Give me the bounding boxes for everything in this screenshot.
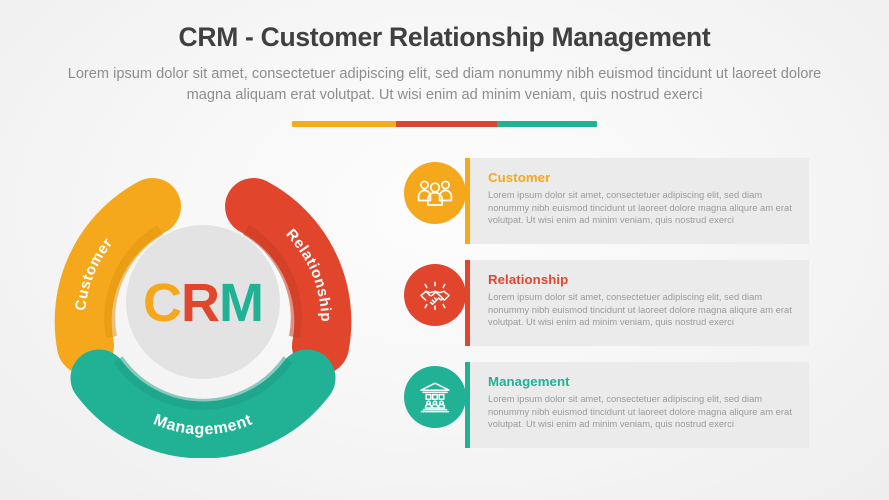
row-panel — [465, 260, 809, 346]
handshake-icon — [420, 281, 450, 310]
segment-management-arc — [70, 349, 336, 458]
row-body: Lorem ipsum dolor sit amet, consectetuer… — [488, 393, 792, 430]
row-accent-bar — [465, 260, 470, 346]
divider-segment-relationship — [396, 121, 497, 127]
row-heading: Relationship — [488, 272, 569, 287]
segment-management[interactable]: Management — [70, 349, 336, 458]
detail-row-relationship[interactable]: Relationship Lorem ipsum dolor sit amet,… — [404, 260, 814, 346]
segment-relationship[interactable]: Relationship — [225, 178, 352, 375]
segment-relationship-arc — [225, 178, 352, 375]
center-disc-label: CRM — [143, 273, 263, 333]
row-accent-bar — [465, 158, 470, 244]
row-heading: Customer — [488, 170, 551, 185]
row-body: Lorem ipsum dolor sit amet, consectetuer… — [488, 291, 792, 328]
page-subtitle: Lorem ipsum dolor sit amet, consectetuer… — [67, 66, 822, 103]
row-panel — [465, 158, 809, 244]
row-panel — [465, 362, 809, 448]
segment-customer-inner-shadow — [104, 225, 163, 338]
accent-divider — [292, 121, 597, 127]
center-letter-r: R — [181, 273, 219, 333]
detail-row-customer[interactable]: Customer Lorem ipsum dolor sit amet, con… — [404, 158, 814, 244]
row-icon-circle-relationship[interactable] — [404, 264, 466, 326]
header: CRM - Customer Relationship Management L… — [0, 0, 889, 127]
center-letter-m: M — [219, 273, 263, 333]
detail-row-management[interactable]: Management Lorem ipsum dolor sit amet, c… — [404, 362, 814, 448]
row-text-block: Management Lorem ipsum dolor sit amet, c… — [488, 374, 800, 431]
center-disc — [126, 225, 280, 379]
segment-customer[interactable]: Customer — [54, 178, 181, 375]
row-body: Lorem ipsum dolor sit amet, consectetuer… — [488, 189, 792, 226]
row-text-block: Customer Lorem ipsum dolor sit amet, con… — [488, 170, 800, 227]
row-icon-circle-customer[interactable] — [404, 162, 466, 224]
row-icon-circle-management[interactable] — [404, 366, 466, 428]
row-heading: Management — [488, 374, 570, 389]
detail-rows: Customer Lorem ipsum dolor sit amet, con… — [404, 158, 814, 464]
people-group-icon — [417, 180, 453, 206]
segment-customer-arc — [54, 178, 181, 375]
divider-segment-customer — [292, 121, 397, 127]
segment-management-inner-shadow — [113, 356, 293, 410]
institution-people-icon — [420, 382, 450, 413]
segment-relationship-inner-shadow — [243, 225, 302, 338]
row-accent-bar — [465, 362, 470, 448]
divider-segment-management — [496, 121, 597, 127]
center-letter-c: C — [143, 273, 181, 333]
page-title: CRM - Customer Relationship Management — [178, 22, 711, 52]
row-text-block: Relationship Lorem ipsum dolor sit amet,… — [488, 272, 800, 329]
crm-donut-diagram: Customer Relationship Management — [43, 146, 363, 458]
